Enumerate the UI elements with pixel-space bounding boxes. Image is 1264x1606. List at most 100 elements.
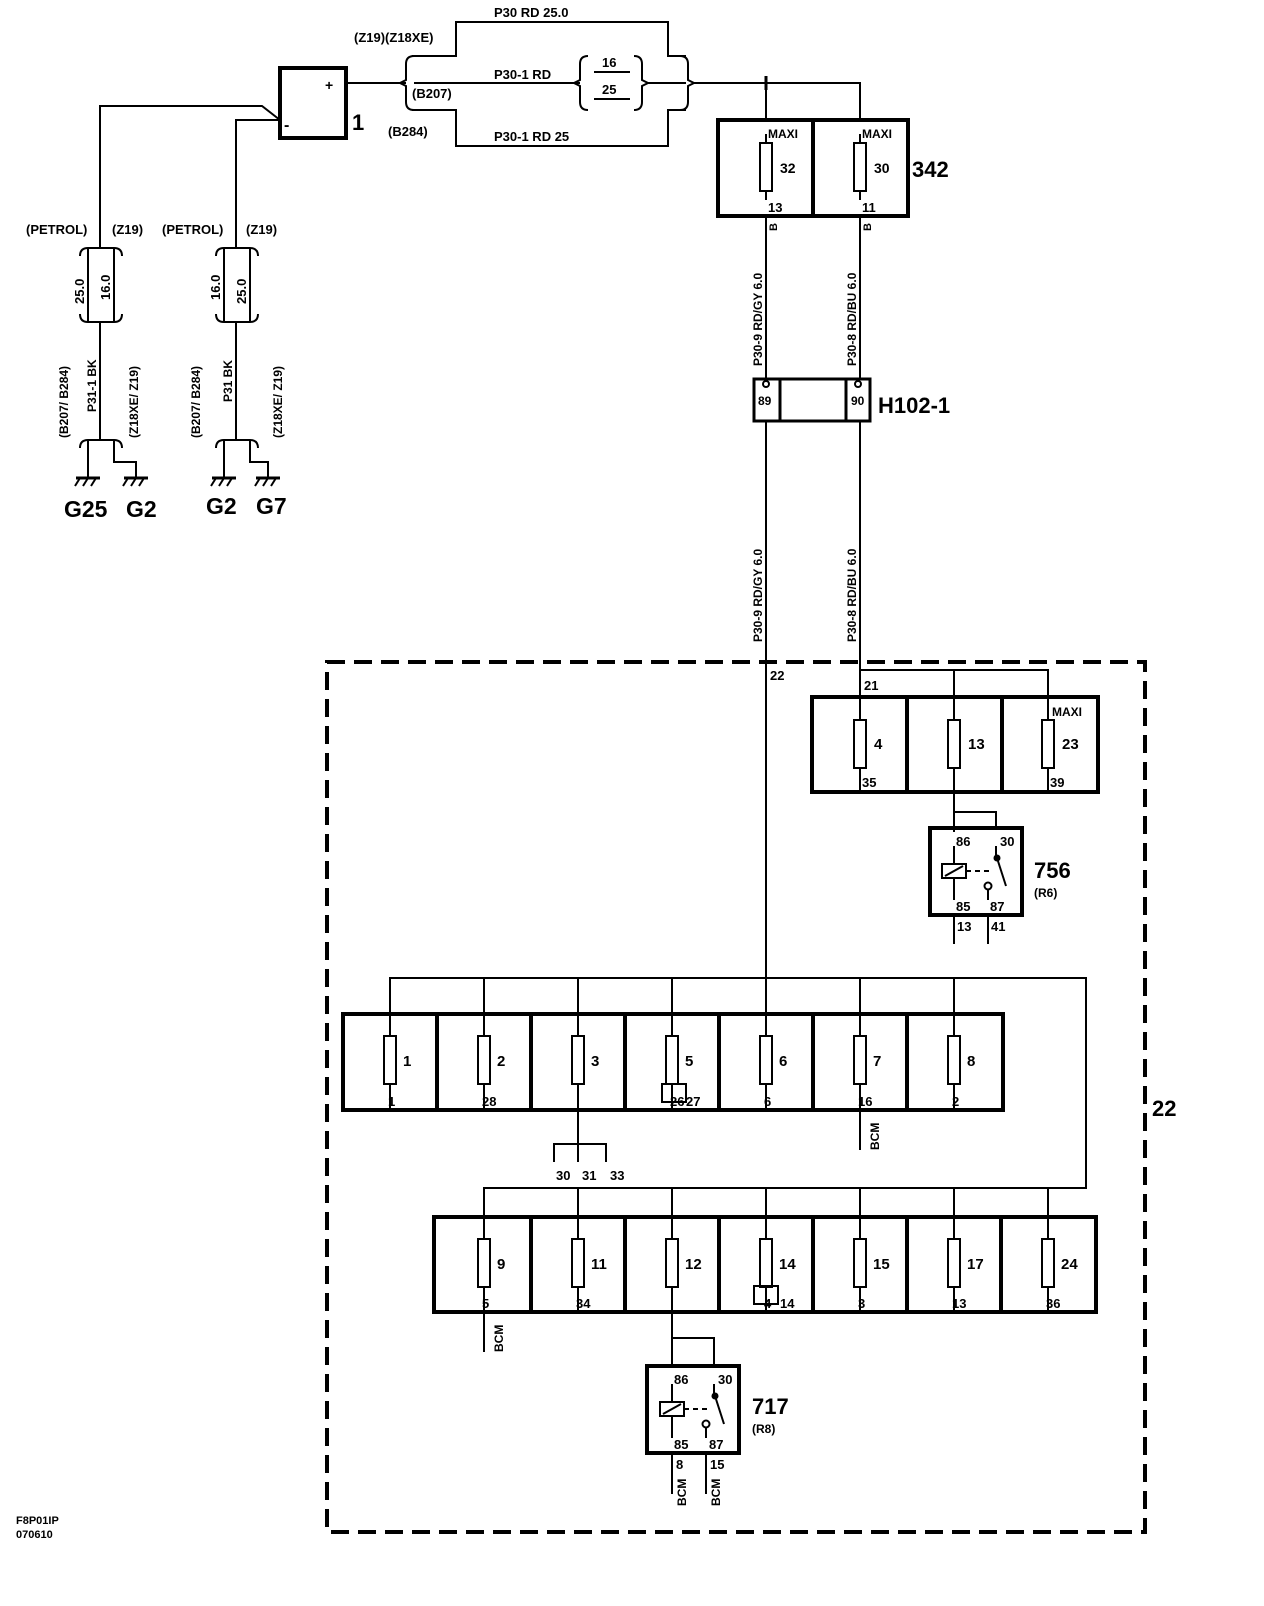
ground-left-variant-z19: (Z19) [112,222,143,237]
fuse-23-icon [1041,719,1055,769]
cable-variant-b207: (B207) [412,86,452,101]
ground-right-size-a: 16.0 [208,275,223,300]
ground-right-wire-label: P31 BK [221,360,235,402]
relay-717: 86 30 85 87 8 15 BCM BCM 717 (R8) [645,1312,789,1506]
maxi-box-ref: 342 [912,157,949,182]
fuse-2-icon [477,1035,491,1085]
fuse-11-pin: 34 [576,1296,591,1311]
fuse-7-bcm-label: BCM [868,1123,882,1150]
fuse-4-num: 4 [874,736,883,753]
fuse-30-icon [853,142,867,192]
fuse-2-num: 2 [497,1053,505,1070]
row2-fuse-9: 95 [477,1217,505,1312]
cable-bottom-label: P30-1 RD 25 [494,129,569,144]
relay-756-switch-icon [996,857,1007,887]
connector-ref: H102-1 [878,393,950,418]
ground-left-size-b: 16.0 [98,275,113,300]
cable-mid-option-25: 25 [602,82,616,97]
ground-right-variant-z19: (Z19) [246,222,277,237]
connector-pin-89: 89 [758,394,772,408]
wire-p30-9-lower-label: P30-9 RD/GY 6.0 [751,549,765,642]
fuse-14-pin2: 14 [780,1296,795,1311]
cable-variant-z19-z18xe: (Z19)(Z18XE) [354,30,433,45]
relay-717-out-15: 15 [710,1457,724,1472]
fuse-6-pin: 6 [764,1094,771,1109]
ground-g2-right-icon [210,476,236,487]
relay-717-pin-87: 87 [709,1437,723,1452]
fuse-14-icon [759,1238,773,1288]
fuse-15-num: 15 [873,1256,890,1273]
relay-756-pin-30: 30 [1000,834,1014,849]
ground-left-variant-petrol: (PETROL) [26,222,87,237]
relay-756-out-41: 41 [991,919,1005,934]
fusebox-pin-22: 22 [770,668,784,683]
relay-717-bcm-b: BCM [709,1479,723,1506]
fuse-row-top: MAXI 4 13 23 35 39 [810,669,1100,794]
ground-g2b-label: G2 [206,493,237,519]
row1-fuse-8: 82 [947,1014,975,1110]
fuse-3-out-30: 30 [556,1168,570,1183]
connector-h102-1: 89 90 H102-1 [752,377,950,423]
fuse-12-num: 12 [685,1256,702,1273]
ground-g2-label: G2 [126,496,157,522]
footer-date: 070610 [16,1529,53,1541]
fuse-17-num: 17 [967,1256,984,1273]
wire-p30-9-upper-label: P30-9 RD/GY 6.0 [751,273,765,366]
relay-756-ref: 756 [1034,858,1071,883]
fuse-1-icon [383,1035,397,1085]
row1-fuse-2: 228 [477,1014,505,1110]
wire-p30-8-lower-label: P30-8 RD/BU 6.0 [845,548,859,642]
fuse-5-num: 5 [685,1053,693,1070]
relay-756-pin-85: 85 [956,899,970,914]
fuse-6-num: 6 [779,1053,787,1070]
fuse-8-num: 8 [967,1053,975,1070]
fuse-9-icon [477,1238,491,1288]
fuse-30-conn: B [862,223,874,231]
relay-717-ref: 717 [752,1394,789,1419]
fuse-14-num: 14 [779,1256,796,1273]
fuse-7-icon [853,1035,867,1085]
cable-mid-label: P30-1 RD [494,67,551,82]
fuse-12-icon [665,1238,679,1288]
relay-717-bcm-a: BCM [675,1479,689,1506]
relay-717-pin-30: 30 [718,1372,732,1387]
relay-756-sub: (R6) [1034,886,1057,900]
battery-minus-label: - [284,117,289,134]
ground-branch-right: (PETROL) (Z19) 16.0 25.0 P31 BK (B207/ B… [162,222,287,519]
row1-fuse-6: 66 [759,1014,787,1110]
relay-717-sub: (R8) [752,1422,775,1436]
ground-g2-icon [122,476,148,487]
fuse-8-icon [947,1035,961,1085]
fuse-13-num: 13 [968,736,985,753]
wire-p30-8-upper-label: P30-8 RD/BU 6.0 [845,272,859,366]
battery: + - 1 [278,66,364,140]
fuse-30-maxi: MAXI [862,127,892,141]
fuse-4-pin: 35 [862,775,876,790]
fuse-3-num: 3 [591,1053,599,1070]
fuse-8-pin: 2 [952,1094,959,1109]
relay-717-out-8: 8 [676,1457,683,1472]
fuse-3-out-31: 31 [582,1168,596,1183]
fuse-7-num: 7 [873,1053,881,1070]
ground-left-lower-variant-a: (B207/ B284) [57,366,71,438]
relay-756: 86 30 85 87 13 41 756 (R6) [928,792,1071,944]
ground-left-size-a: 25.0 [72,279,87,304]
fuse-24-num: 24 [1061,1256,1078,1273]
fuse-24-icon [1041,1238,1055,1288]
fuse-17-icon [947,1238,961,1288]
fuse-32-maxi: MAXI [768,127,798,141]
cable-top-label: P30 RD 25.0 [494,5,568,20]
row2-fuse-12: 12 [665,1217,702,1312]
fuse-15-icon [853,1238,867,1288]
fuse-5-pin2: 27 [686,1094,700,1109]
relay-717-switch-icon [714,1395,725,1425]
